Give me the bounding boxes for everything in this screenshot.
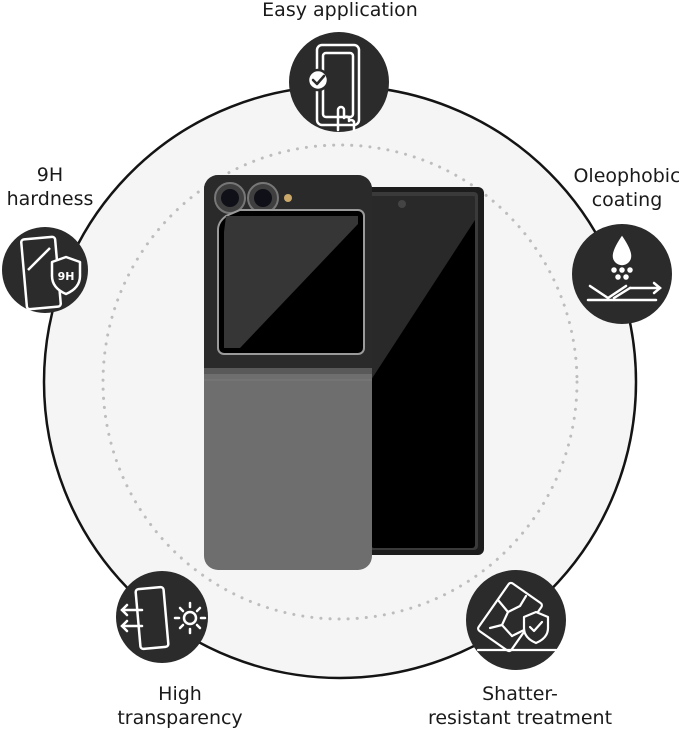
cracked-glass-shield-icon (476, 581, 558, 653)
dotted-ring (101, 143, 579, 621)
feature-label-line: resistant treatment (427, 707, 613, 729)
badge-easy-application (289, 32, 389, 132)
feature-label-shatter-resistant: Shatter- resistant treatment (420, 682, 620, 730)
flip-phone (204, 175, 372, 570)
touch-install-icon (306, 43, 361, 132)
open-phone (360, 187, 484, 555)
badge-high-transparency (116, 571, 208, 663)
shield-badge-text: 9H (58, 270, 75, 283)
feature-label-line: Oleophobic (573, 165, 679, 187)
9h-shield-icon (20, 235, 82, 311)
feature-label-line: Easy application (262, 0, 418, 21)
badge-9h-hardness: 9H (2, 227, 88, 313)
feature-label-line: Shatter- (482, 683, 558, 705)
light-through-glass-icon (120, 585, 207, 651)
feature-label-9h-hardness: 9H hardness (0, 163, 100, 211)
feature-label-line: hardness (6, 188, 94, 210)
feature-label-line: 9H (36, 164, 64, 186)
feature-label-easy-application: Easy application (190, 0, 490, 22)
badge-oleophobic-coating (572, 224, 672, 324)
water-drop-repel-icon (586, 235, 662, 302)
feature-label-line: transparency (117, 707, 243, 729)
feature-label-oleophobic-coating: Oleophobic coating (552, 164, 679, 212)
feature-label-high-transparency: High transparency (100, 682, 260, 730)
feature-label-line: coating (591, 189, 663, 211)
feature-label-line: High (158, 683, 202, 705)
badge-shatter-resistant (466, 570, 566, 670)
